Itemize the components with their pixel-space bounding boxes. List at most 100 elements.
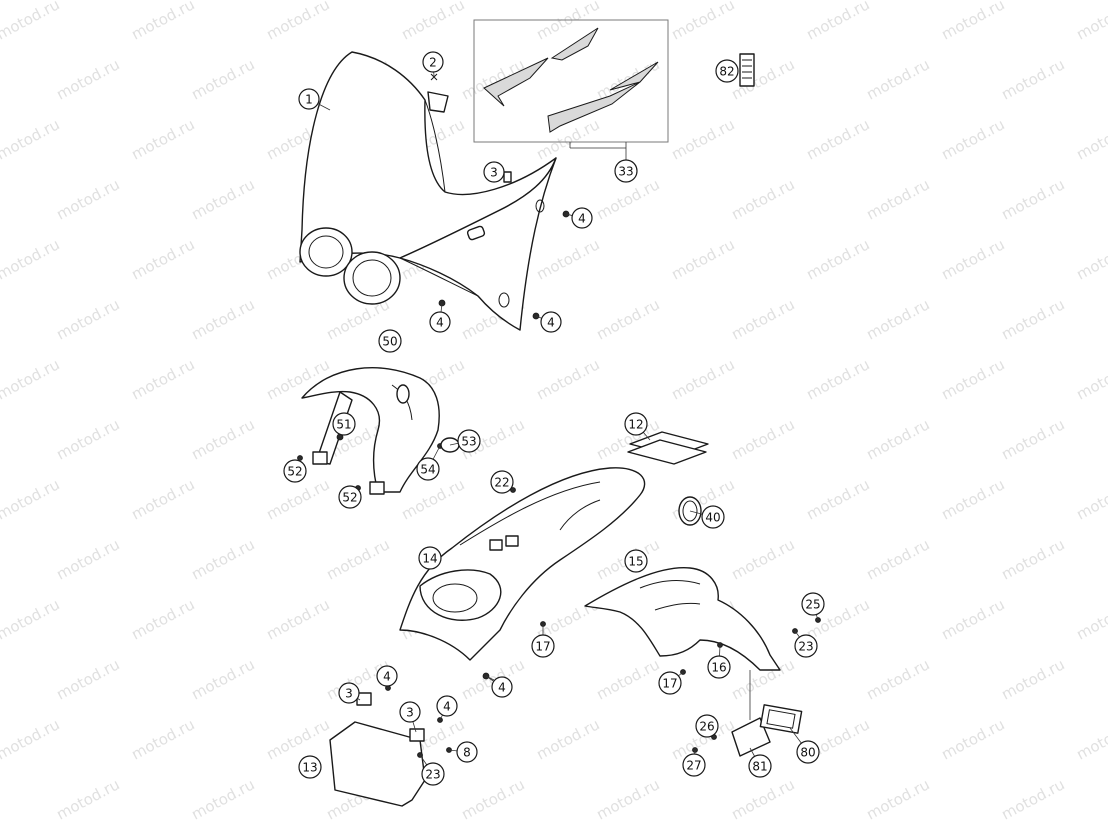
- watermark-text: motod.ru: [0, 0, 63, 44]
- callout-c16: 16: [707, 655, 731, 679]
- callout-c80: 80: [796, 740, 820, 764]
- callout-c17b: 17: [658, 671, 682, 695]
- watermark-text: motod.ru: [668, 355, 737, 403]
- callout-c4d: 4: [491, 676, 513, 698]
- watermark-text: motod.ru: [863, 415, 932, 463]
- callout-number: 3: [406, 706, 414, 720]
- callout-circle: [796, 740, 820, 764]
- watermark-text: motod.ru: [863, 175, 932, 223]
- watermark-text: motod.ru: [863, 775, 932, 823]
- callout-circle: [422, 51, 444, 73]
- part-rear-plate: [329, 692, 426, 807]
- watermark-text: motod.ru: [53, 295, 122, 343]
- watermark-text: motod.ru: [803, 235, 872, 283]
- callout-circle: [748, 754, 772, 778]
- callout-c4b: 4: [429, 311, 451, 333]
- callout-number: 81: [752, 760, 767, 774]
- callout-circle: [794, 634, 818, 658]
- callout-number: 4: [547, 316, 555, 330]
- watermark-text: motod.ru: [188, 655, 257, 703]
- watermark-text: motod.ru: [188, 535, 257, 583]
- part-rear-tail: [399, 467, 646, 661]
- callout-number: 4: [383, 670, 391, 684]
- watermark-text: motod.ru: [938, 355, 1007, 403]
- watermark-text: motod.ru: [998, 55, 1067, 103]
- callout-c27: 27: [682, 753, 706, 777]
- callout-circle: [436, 695, 458, 717]
- callout-c33: 33: [614, 159, 638, 183]
- watermark-text: motod.ru: [938, 715, 1007, 763]
- callout-c14: 14: [418, 546, 442, 570]
- callout-number: 12: [628, 418, 643, 432]
- watermark-text: motod.ru: [998, 535, 1067, 583]
- callout-c8: 8: [456, 741, 478, 763]
- callout-c23b: 23: [421, 762, 445, 786]
- watermark-text: motod.ru: [128, 115, 197, 163]
- callout-c25: 25: [801, 592, 825, 616]
- watermark-text: motod.ru: [728, 175, 797, 223]
- watermark-text: motod.ru: [398, 475, 467, 523]
- watermark-text: motod.ru: [863, 55, 932, 103]
- part-license-holder: [692, 670, 803, 757]
- callout-circle: [540, 311, 562, 333]
- watermark-text: motod.ru: [728, 775, 797, 823]
- part-12-pads: [627, 431, 709, 465]
- callout-circle: [801, 592, 825, 616]
- watermark-text: motod.ru: [263, 715, 332, 763]
- callout-number: 15: [628, 555, 643, 569]
- callout-number: 3: [345, 687, 353, 701]
- callout-circle: [429, 311, 451, 333]
- watermark-text: motod.ru: [1073, 115, 1108, 163]
- watermark-text: motod.ru: [998, 175, 1067, 223]
- callout-c53: 53: [457, 429, 481, 453]
- callout-circle: [624, 412, 648, 436]
- callout-number: 4: [498, 681, 506, 695]
- callout-number: 51: [336, 418, 351, 432]
- callout-circle: [418, 546, 442, 570]
- part-fairing-upper: [299, 51, 557, 331]
- callout-c4e: 4: [376, 665, 398, 687]
- watermark-text: motod.ru: [53, 535, 122, 583]
- watermark-text: motod.ru: [263, 355, 332, 403]
- watermark-text: motod.ru: [0, 355, 63, 403]
- callout-number: 23: [425, 768, 440, 782]
- callout-c4f: 4: [436, 695, 458, 717]
- watermark-text: motod.ru: [938, 595, 1007, 643]
- watermark-text: motod.ru: [593, 175, 662, 223]
- watermark-text: motod.ru: [128, 355, 197, 403]
- callout-number: 26: [699, 720, 714, 734]
- watermark-text: motod.ru: [188, 415, 257, 463]
- watermark-text: motod.ru: [1073, 235, 1108, 283]
- callout-circle: [491, 676, 513, 698]
- watermark-text: motod.ru: [938, 235, 1007, 283]
- callout-circle: [614, 159, 638, 183]
- callout-c50: 50: [378, 329, 402, 353]
- callout-number: 1: [305, 93, 313, 107]
- callout-c40: 40: [701, 505, 725, 529]
- callout-circle: [531, 634, 555, 658]
- callout-circle: [399, 701, 421, 723]
- callout-circle: [658, 671, 682, 695]
- watermark-text: motod.ru: [0, 115, 63, 163]
- callout-number: 40: [705, 511, 720, 525]
- watermark-text: motod.ru: [593, 295, 662, 343]
- callout-circle: [682, 753, 706, 777]
- watermark-text: motod.ru: [863, 295, 932, 343]
- callout-circle: [283, 459, 307, 483]
- callout-number: 4: [578, 212, 586, 226]
- callout-circle: [298, 88, 320, 110]
- callout-circle: [715, 59, 739, 83]
- watermark-text: motod.ru: [533, 715, 602, 763]
- watermark-text: motod.ru: [938, 115, 1007, 163]
- callout-number: 80: [800, 746, 815, 760]
- watermark-text: motod.ru: [803, 115, 872, 163]
- watermark-text: motod.ru: [0, 715, 63, 763]
- watermark-text: motod.ru: [998, 415, 1067, 463]
- callout-c52a: 52: [283, 459, 307, 483]
- watermark-text: motod.ru: [593, 655, 662, 703]
- watermark-text: motod.ru: [728, 535, 797, 583]
- callout-number: 54: [420, 463, 435, 477]
- callout-circle: [421, 762, 445, 786]
- watermark-text: motod.ru: [323, 535, 392, 583]
